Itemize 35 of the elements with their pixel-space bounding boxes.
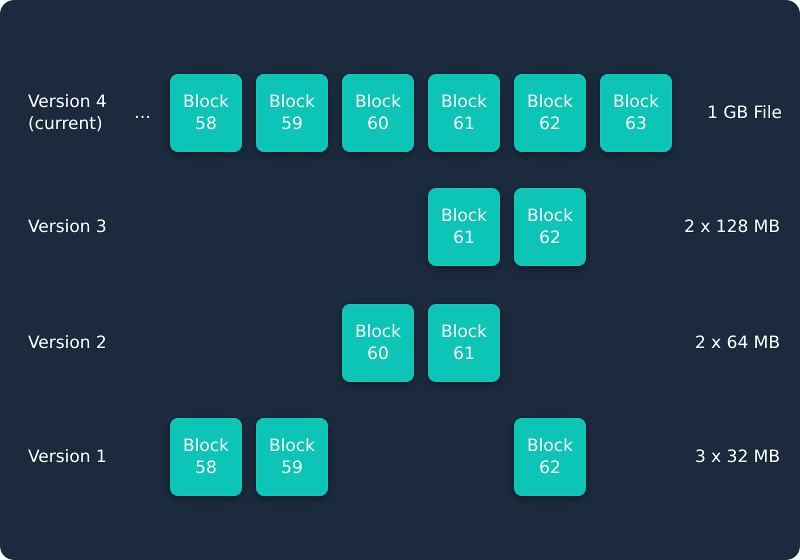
- block-label: Block 60: [354, 321, 402, 365]
- block-label: Block 63: [612, 91, 660, 135]
- block-box: [428, 188, 500, 266]
- block-label: Block 58: [182, 435, 230, 479]
- block-label: Block 62: [526, 91, 574, 135]
- ellipsis-text: …: [134, 102, 152, 125]
- version-label: Version 2: [28, 332, 108, 355]
- block-box: [600, 74, 672, 152]
- block-label: Block 61: [440, 91, 488, 135]
- block-box: [428, 304, 500, 382]
- block-label: Block 59: [268, 435, 316, 479]
- version-label: Version 3: [28, 216, 108, 239]
- size-label: 2 x 128 MB: [683, 216, 780, 239]
- block-box: [342, 304, 414, 382]
- block-box: [256, 74, 328, 152]
- block-label: Block 58: [182, 91, 230, 135]
- size-label: 3 x 32 MB: [694, 446, 780, 469]
- block-label: Block 61: [440, 321, 488, 365]
- size-label: 1 GB File: [706, 102, 782, 125]
- block-box: [342, 74, 414, 152]
- block-box: [256, 418, 328, 496]
- block-box: [514, 74, 586, 152]
- block-box: [514, 418, 586, 496]
- block-label: Block 62: [526, 435, 574, 479]
- block-box: [170, 418, 242, 496]
- version-label: Version 1: [28, 446, 108, 469]
- block-box: [170, 74, 242, 152]
- size-label: 2 x 64 MB: [694, 332, 780, 355]
- version-label: Version 4 (current): [28, 91, 108, 136]
- block-label: Block 59: [268, 91, 316, 135]
- block-box: [428, 74, 500, 152]
- block-label: Block 62: [526, 205, 574, 249]
- block-label: Block 60: [354, 91, 402, 135]
- block-label: Block 61: [440, 205, 488, 249]
- block-box: [514, 188, 586, 266]
